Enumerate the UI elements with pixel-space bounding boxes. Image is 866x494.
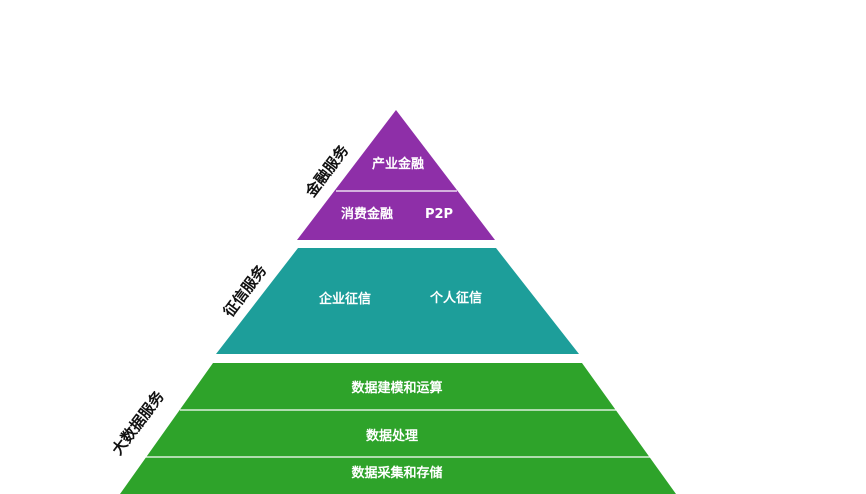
finance-tier-shape <box>297 110 495 240</box>
bigdata-tier-shape <box>120 363 676 494</box>
credit-tier-shape <box>216 248 579 354</box>
bigdata-row-middle-label: 数据处理 <box>366 428 418 444</box>
bigdata-tier: 数据建模和运算 数据处理 数据采集和存储 <box>120 363 676 494</box>
credit-item-right-label: 个人征信 <box>429 290 482 306</box>
credit-item-left-label: 企业征信 <box>318 291 371 307</box>
credit-tier: 企业征信 个人征信 <box>216 248 579 354</box>
finance-row-top-label: 产业金融 <box>372 156 424 172</box>
bigdata-row-bottom-label: 数据采集和存储 <box>351 465 442 481</box>
finance-row-bottom-right-label: P2P <box>425 207 453 222</box>
bigdata-row-top-label: 数据建模和运算 <box>351 380 442 396</box>
finance-row-bottom-left-label: 消费金融 <box>341 206 393 222</box>
finance-tier: 产业金融 消费金融 P2P <box>297 110 495 240</box>
